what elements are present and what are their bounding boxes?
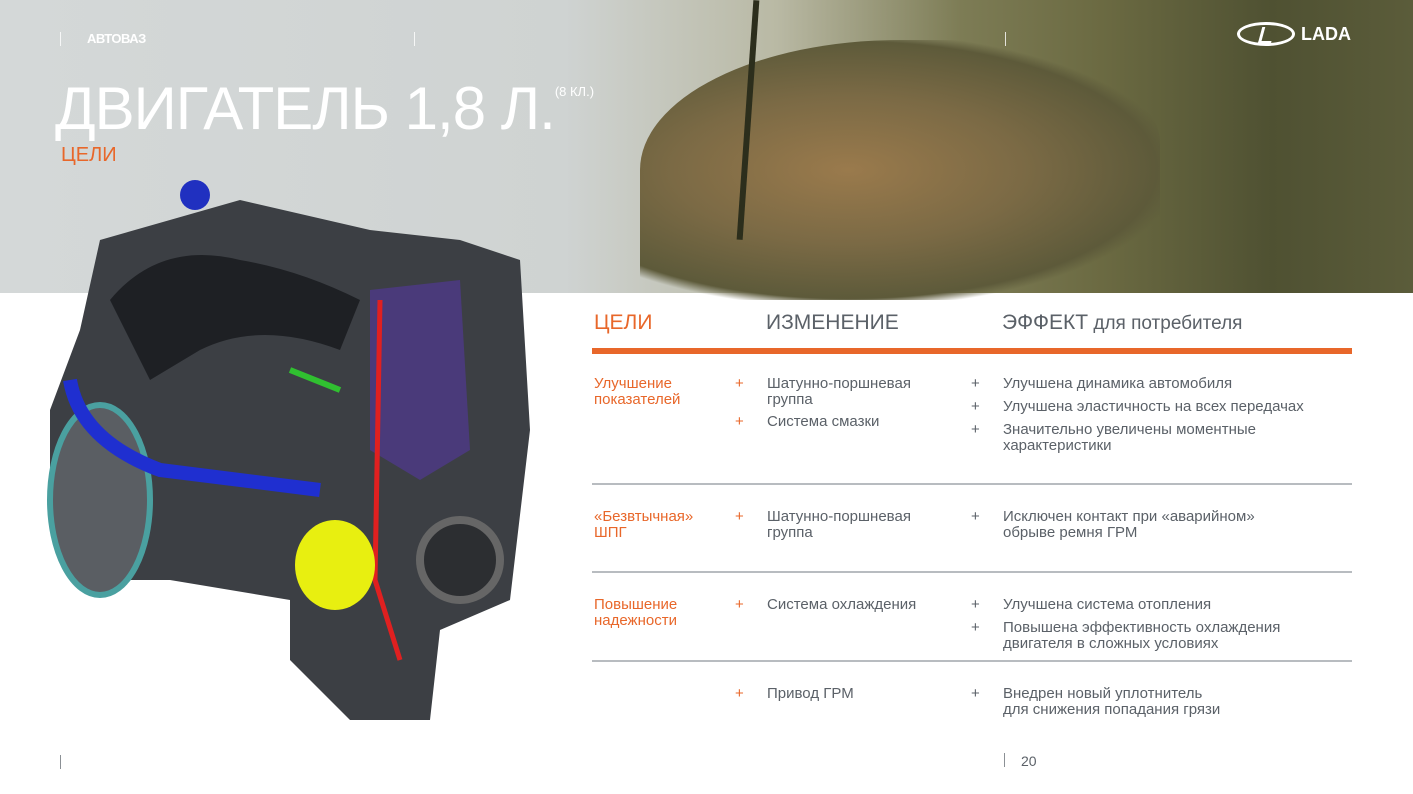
effect-item: Улучшена эластичность на всех передачах	[1003, 398, 1304, 415]
title-text: ДВИГАТЕЛЬ 1,8 Л.	[55, 75, 556, 142]
effect-item: Внедрен новый уплотнитель для снижения п…	[1003, 685, 1221, 718]
divider	[60, 32, 61, 46]
effect-item: Улучшена система отопления	[1003, 596, 1212, 613]
goal-cell: Улучшение показателей	[594, 375, 681, 408]
change-item: Привод ГРМ	[767, 685, 854, 702]
header-goals: ЦЕЛИ	[594, 311, 653, 334]
divider	[414, 32, 415, 46]
plus-icon: +	[735, 596, 744, 613]
engine-image	[47, 180, 530, 720]
divider	[60, 755, 61, 769]
row-separator	[592, 571, 1352, 573]
lada-logo: LADA	[1237, 22, 1351, 46]
effect-item: Исключен контакт при «аварийном» обрыве …	[1003, 508, 1255, 541]
plus-icon: +	[971, 596, 980, 613]
plus-icon: +	[971, 619, 980, 636]
divider	[1005, 32, 1006, 46]
header-effect-main: ЭФФЕКТ	[1002, 311, 1089, 334]
page-title: ДВИГАТЕЛЬ 1,8 Л.(8 КЛ.)	[55, 74, 594, 143]
effect-item: Улучшена динамика автомобиля	[1003, 375, 1233, 392]
effect-item: Повышена эффективность охлаждения двигат…	[1003, 619, 1281, 652]
row-separator	[592, 660, 1352, 662]
divider	[1004, 753, 1005, 767]
plus-icon: +	[971, 508, 980, 525]
plus-icon: +	[735, 413, 744, 430]
lada-logo-icon	[1237, 22, 1295, 46]
logo-text: LADA	[1301, 23, 1351, 44]
change-item: Шатунно-поршневая группа	[767, 508, 911, 541]
header-effect-suffix: для потребителя	[1088, 313, 1243, 334]
brand-label: АВТОВАЗ	[87, 31, 146, 46]
plus-icon: +	[735, 685, 744, 702]
plus-icon: +	[735, 508, 744, 525]
painting-rock	[640, 40, 1160, 300]
row-separator	[592, 483, 1352, 485]
change-item: Система охлаждения	[767, 596, 917, 613]
plus-icon: +	[971, 421, 980, 438]
header-underline	[592, 348, 1352, 354]
goal-cell: Повышение надежности	[594, 596, 678, 629]
change-item: Шатунно-поршневая группа	[767, 375, 911, 408]
header-change: ИЗМЕНЕНИЕ	[766, 311, 899, 334]
goal-cell: «Безвтычная» ШПГ	[594, 508, 694, 541]
page-number: 20	[1021, 753, 1037, 769]
title-note: (8 КЛ.)	[554, 84, 595, 99]
plus-icon: +	[971, 685, 980, 702]
header-effect: ЭФФЕКТ для потребителя	[1002, 311, 1242, 335]
page-subtitle: ЦЕЛИ	[61, 144, 117, 166]
change-item: Система смазки	[767, 413, 880, 430]
plus-icon: +	[971, 398, 980, 415]
plus-icon: +	[735, 375, 744, 392]
plus-icon: +	[971, 375, 980, 392]
effect-item: Значительно увеличены моментные характер…	[1003, 421, 1256, 454]
